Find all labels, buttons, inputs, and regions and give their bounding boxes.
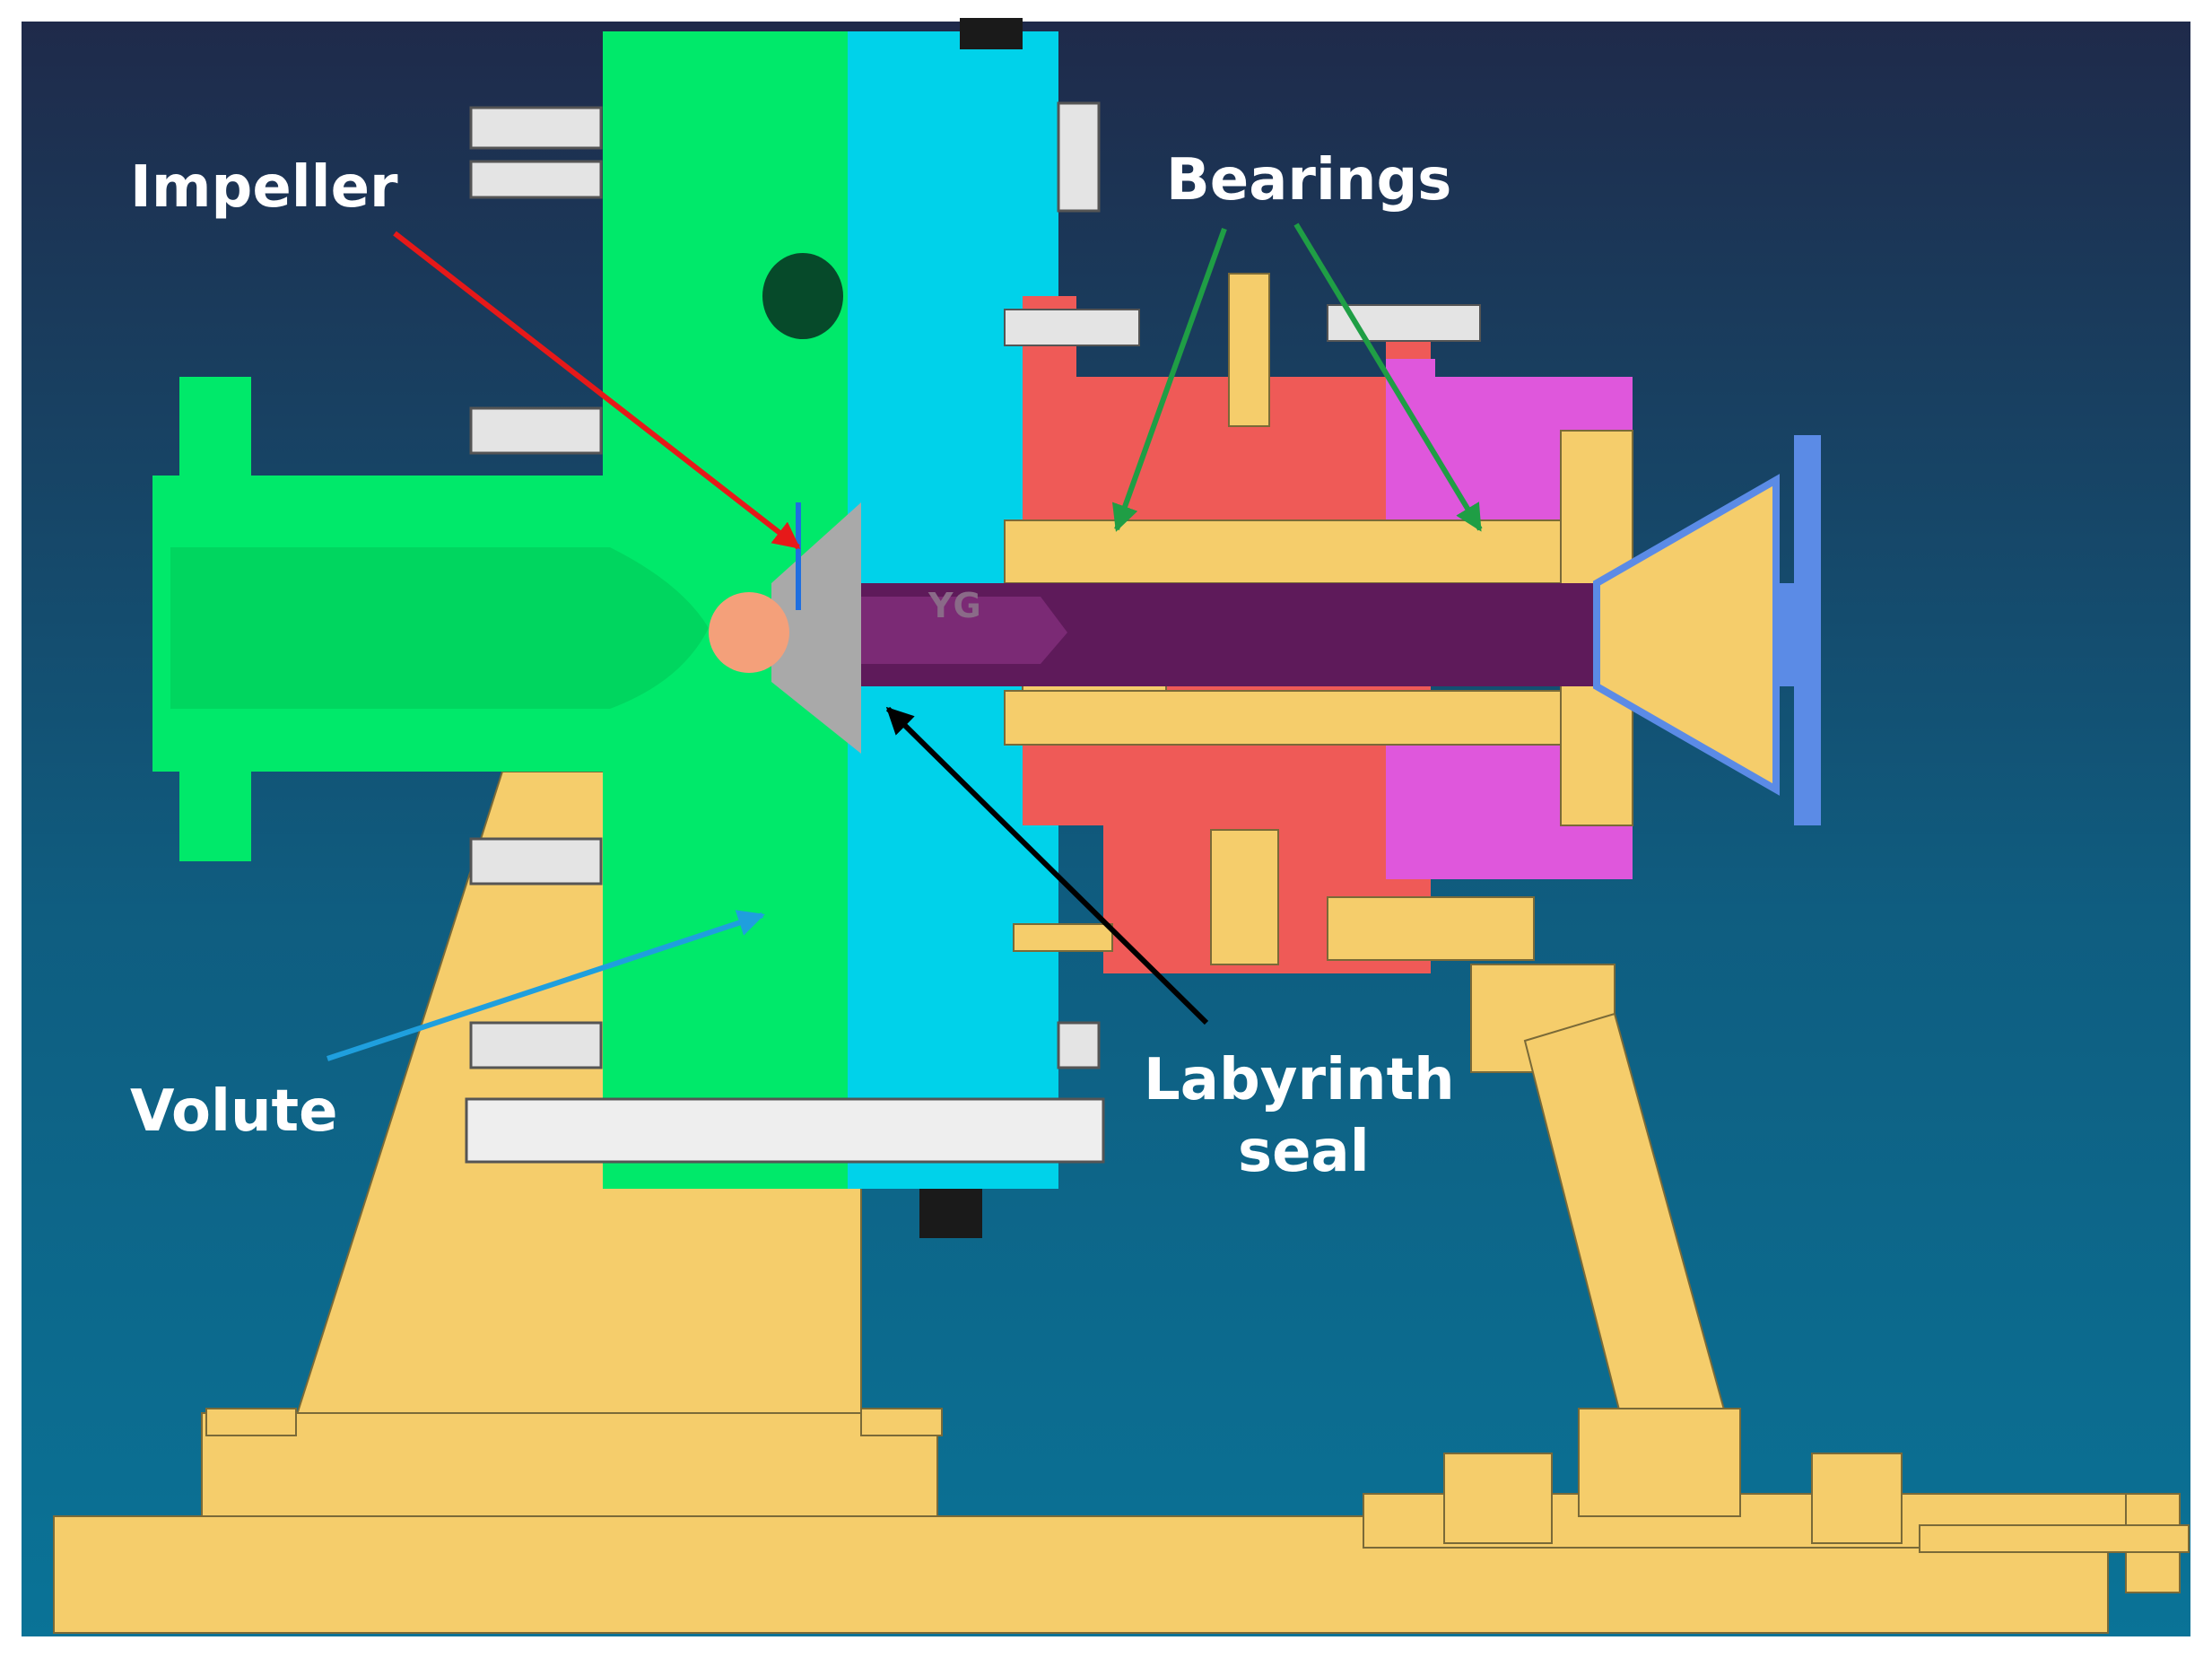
impeller-label: Impeller: [130, 154, 398, 221]
volute-label: Volute: [130, 1078, 338, 1145]
base-frame: [53, 771, 2190, 1634]
top-vent-plug: [960, 18, 1023, 49]
labyrinth-seal-label-line2: seal: [1238, 1119, 1370, 1185]
volute-inlet-bore: [170, 547, 709, 709]
shaft-marking: YG: [927, 586, 981, 625]
volute-port: [762, 253, 843, 339]
bearings-label: Bearings: [1166, 147, 1451, 214]
bottom-drain-plug: [919, 1189, 982, 1238]
casing-bolts: [465, 101, 1105, 1164]
labyrinth-seal-label-line1: Labyrinth: [1144, 1047, 1455, 1113]
labyrinth-seal-arrow: [885, 706, 1209, 1025]
bearings-arrow-left: [1111, 227, 1227, 532]
coupling: [1776, 435, 1821, 825]
coupling-flange: [1593, 474, 1780, 796]
bearings-arrow-right: [1293, 223, 1483, 532]
impeller: [709, 502, 861, 754]
impeller-arrow: [393, 231, 801, 550]
volute-arrow: [327, 910, 765, 1061]
shaft-nose: [848, 597, 1067, 664]
